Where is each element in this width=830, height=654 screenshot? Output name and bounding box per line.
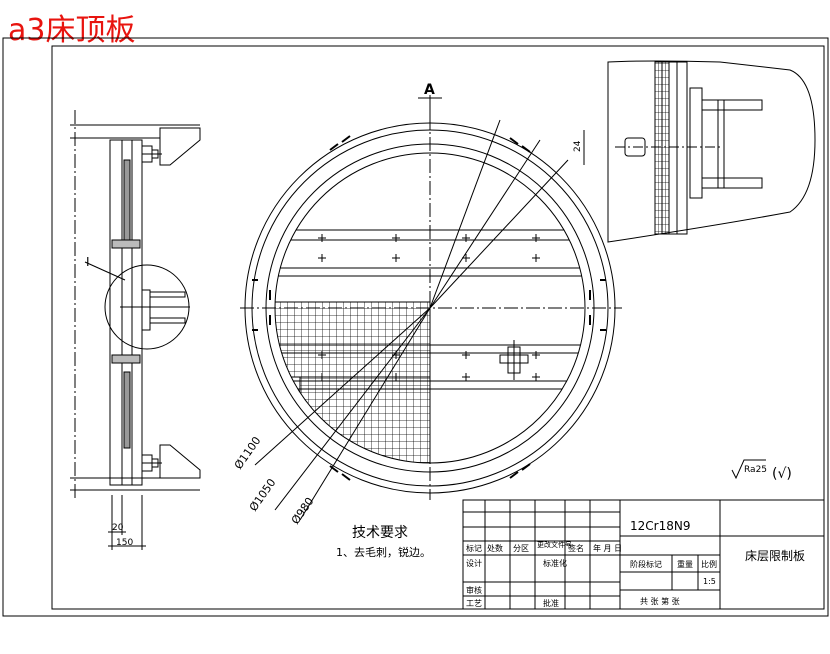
tb-header-change-doc: 更改文件号 [537, 540, 572, 549]
tb-header-signature: 签名 [568, 543, 584, 553]
tb-review: 审核 [466, 585, 482, 595]
bolt-crosses [318, 234, 540, 381]
tb-design: 设计 [466, 558, 482, 568]
side-view: I 20 150 [70, 110, 201, 550]
detail-dim: 24 [573, 140, 583, 152]
radial-leaders [254, 119, 569, 521]
dim-dia-3: Ø980 [289, 495, 317, 527]
bolt-bottom [141, 454, 162, 472]
dim-dia-1: Ø1100 [232, 434, 264, 471]
dim-width-2: 150 [116, 538, 133, 548]
tb-weight: 重量 [677, 559, 693, 569]
bolt-detail-center [499, 340, 529, 380]
inner-frame [51, 45, 825, 610]
tb-sheet-info: 共 张 第 张 [640, 596, 680, 606]
tb-header-count: 处数 [487, 543, 503, 553]
tb-standardization: 标准化 [543, 558, 567, 568]
tech-requirement-item: 1、去毛刺，锐边。 [336, 545, 431, 559]
sheet-border [2, 37, 829, 617]
title-block: 标记 处数 分区 更改文件号 签名 年 月 日 设计 审核 工艺 标准化 批准 … [462, 499, 825, 610]
tb-approve: 批准 [543, 598, 559, 608]
plan-view: A [232, 82, 622, 527]
section-label: A [424, 82, 435, 98]
roughness-value: Ra25 [744, 465, 767, 475]
tb-header-mark: 标记 [466, 543, 482, 553]
tb-header-date: 年 月 日 [593, 543, 622, 553]
tech-requirements-heading: 技术要求 [352, 525, 408, 541]
tb-stage-mark: 阶段标记 [630, 559, 662, 569]
detail-view-i: 24 [573, 60, 816, 243]
roughness-symbol: Ra25 (√) [731, 459, 792, 482]
detail-label: I [86, 255, 90, 269]
roughness-other: (√) [772, 466, 792, 482]
drawing-title: a3床顶板 [8, 13, 136, 48]
tb-material: 12Cr18N9 [630, 519, 690, 533]
tb-scale-value: 1:5 [703, 577, 716, 586]
tb-part-name: 床层限制板 [745, 549, 805, 563]
tb-process: 工艺 [466, 599, 482, 608]
tb-header-zone: 分区 [513, 544, 529, 553]
dim-width-1: 20 [112, 523, 124, 533]
clamp-blocks [252, 135, 606, 481]
dim-dia-2: Ø1050 [247, 476, 279, 513]
tb-scale-label: 比例 [701, 559, 717, 569]
bolt-top [141, 145, 162, 163]
